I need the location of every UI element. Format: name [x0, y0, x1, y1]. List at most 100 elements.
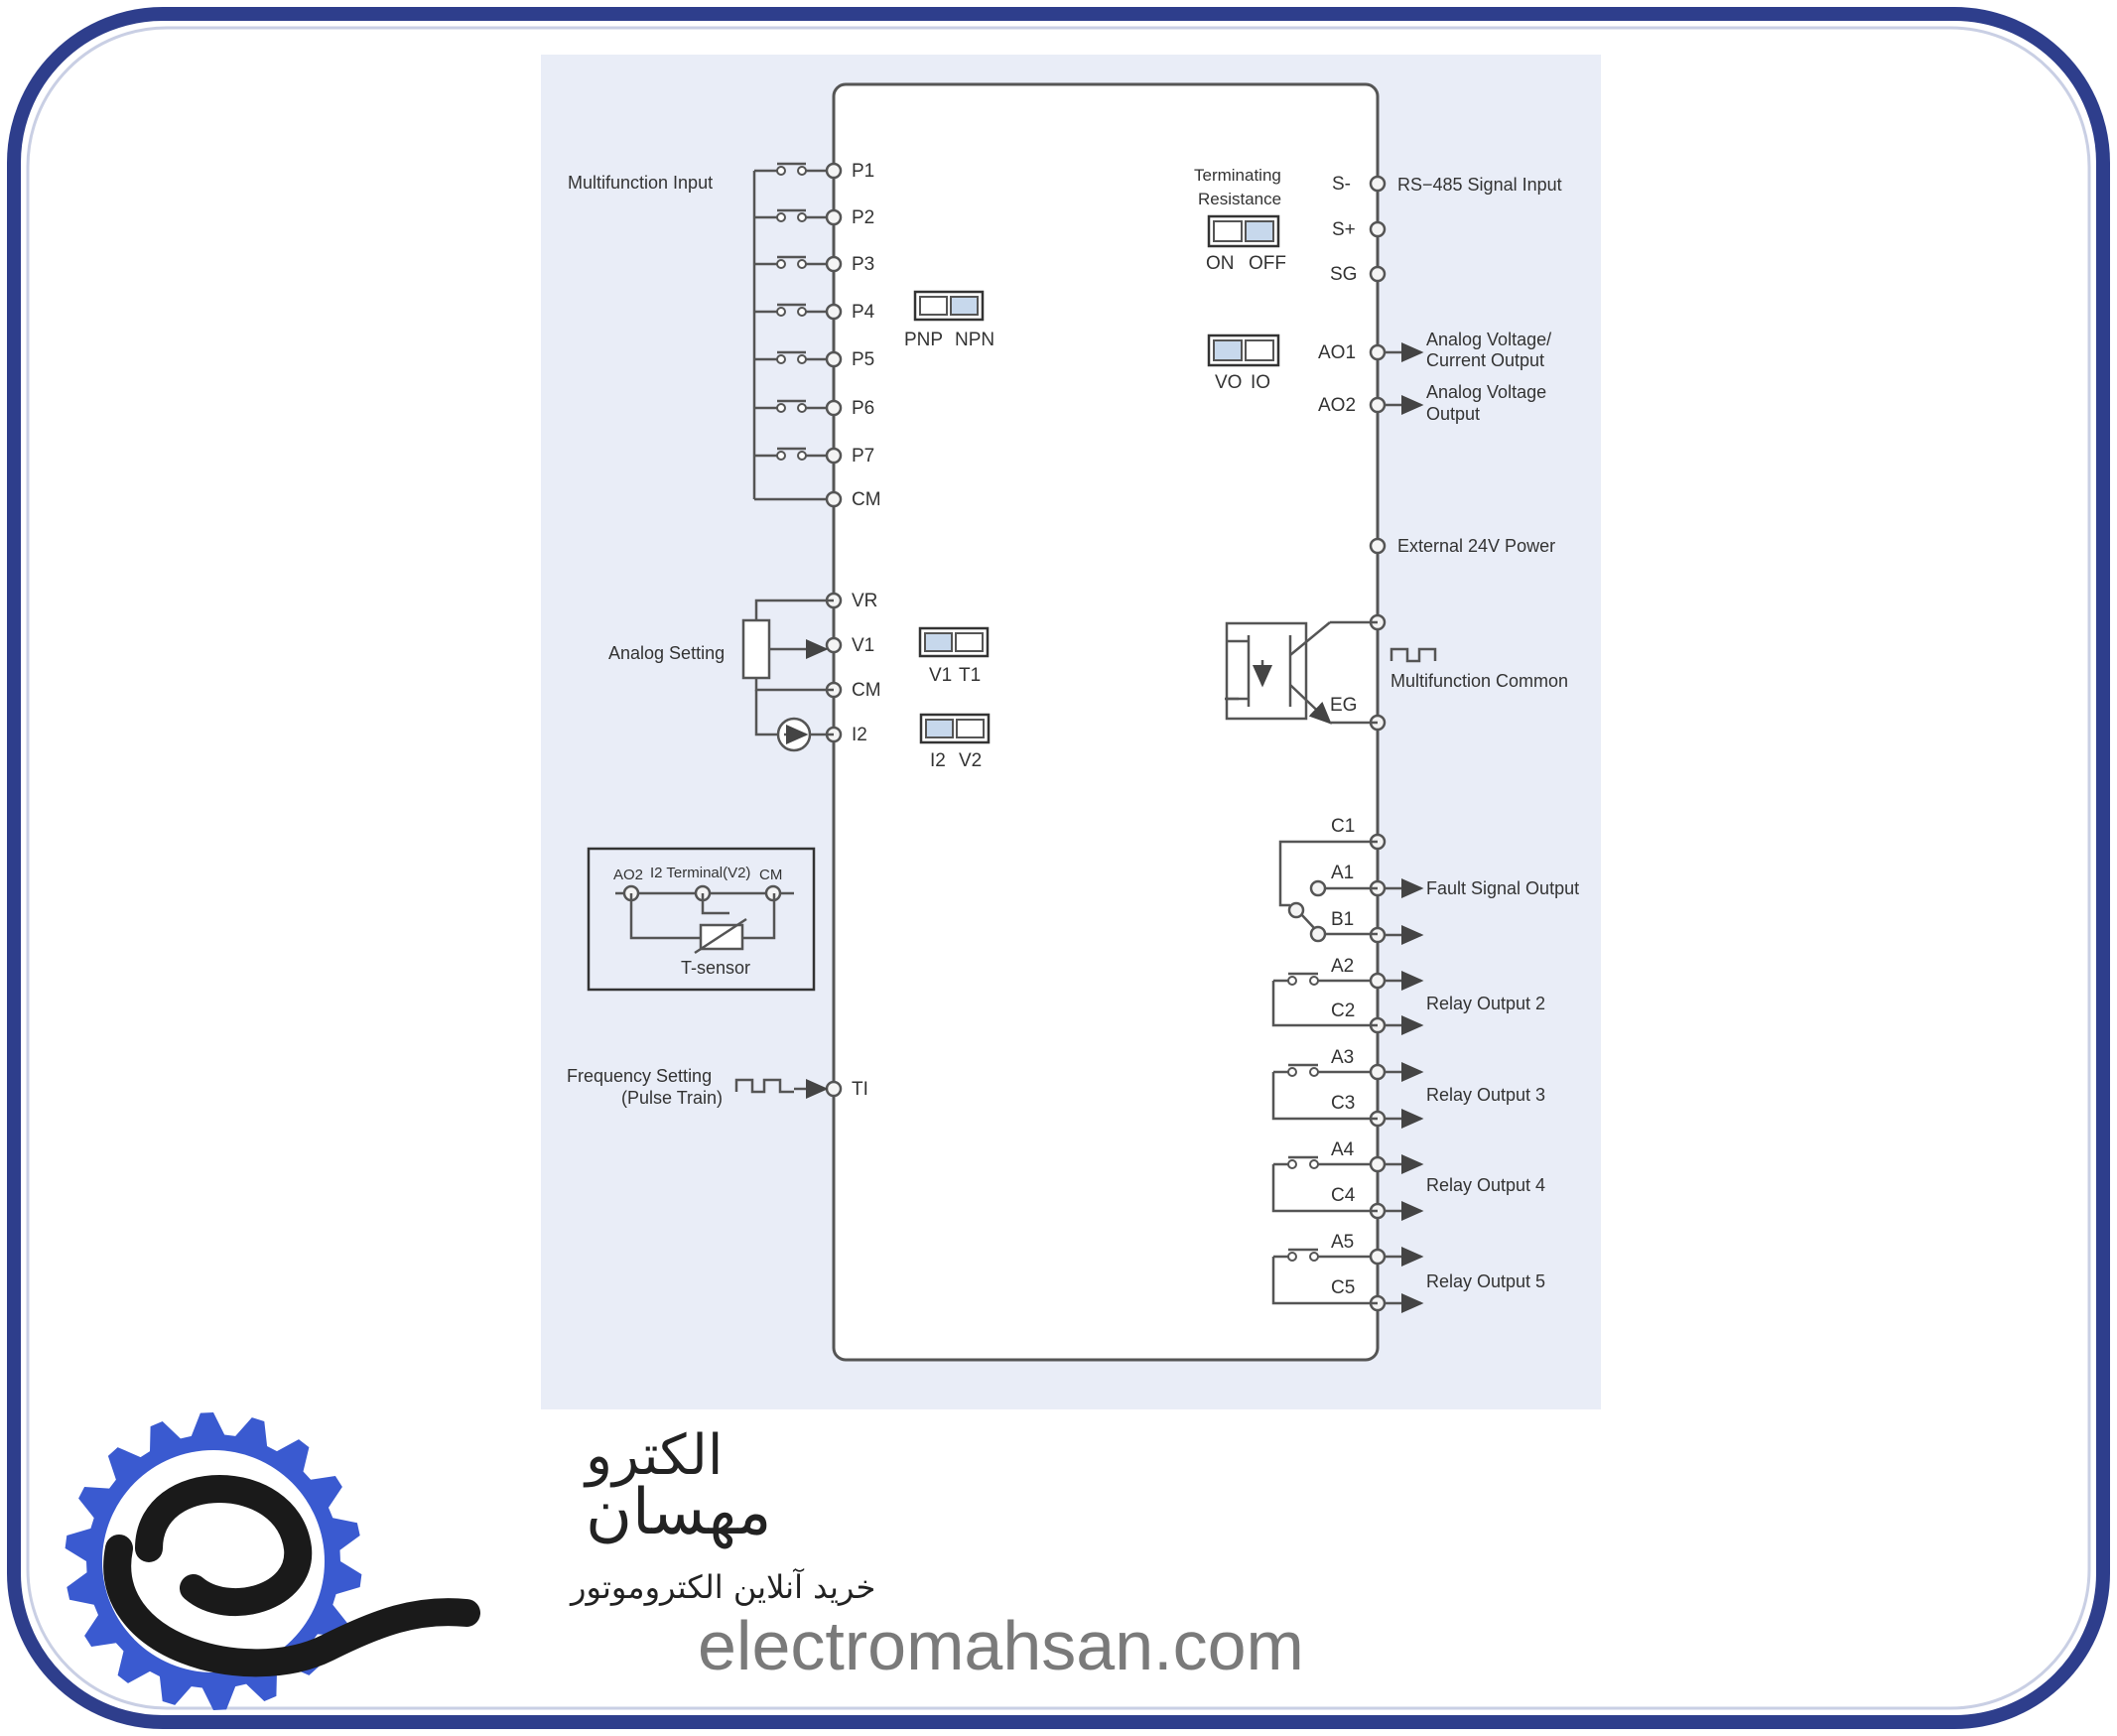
- multifunction-input-group: Multifunction Input: [568, 171, 834, 501]
- frequency-setting-sublabel: (Pulse Train): [621, 1088, 723, 1108]
- analog-v-output-sublabel: Output: [1426, 404, 1480, 424]
- frequency-setting-label: Frequency Setting: [567, 1066, 712, 1086]
- terminal-label-c4: C4: [1331, 1185, 1356, 1206]
- tsensor-box: AO2 I2 Terminal(V2) CM T-sensor: [587, 847, 816, 992]
- terminal-label-a3: A3: [1331, 1047, 1354, 1068]
- relay-contact-4: [1271, 1154, 1424, 1221]
- input-contact-p1: [754, 162, 827, 176]
- resistance-label: Resistance: [1198, 190, 1281, 208]
- terminal-label-s-minus: S-: [1332, 174, 1351, 195]
- terminal-label-p4: P4: [852, 302, 875, 323]
- input-contact-p4: [754, 303, 827, 317]
- p-contacts: [754, 162, 827, 461]
- tsensor-i2-terminal-label: I2 Terminal(V2): [650, 865, 750, 881]
- terminal-node-ao2: [1369, 396, 1387, 414]
- input-contact-p2: [754, 208, 827, 222]
- switch-on-label: ON: [1206, 253, 1235, 274]
- opto-transistor-symbol: [1225, 620, 1437, 725]
- right-signal-labels: RS−485 Signal Input Analog Voltage/ Curr…: [1390, 175, 1579, 1291]
- switch-v1-t1[interactable]: V1 T1: [918, 626, 990, 686]
- terminal-label-b1: B1: [1331, 909, 1354, 930]
- terminal-label-v1: V1: [852, 635, 874, 656]
- relay-output-2-label: Relay Output 2: [1426, 994, 1545, 1013]
- relay-contact-3: [1271, 1062, 1424, 1129]
- brand-name-line1: الکترو: [583, 1423, 723, 1488]
- external-24v-label: External 24V Power: [1397, 536, 1555, 556]
- swirl-logo-icon: [103, 1475, 480, 1677]
- switch-vo-io[interactable]: VO IO: [1207, 334, 1280, 393]
- terminal-node-s-minus: [1369, 175, 1387, 193]
- relay-output-4-label: Relay Output 4: [1426, 1175, 1545, 1195]
- terminal-label-p3: P3: [852, 254, 874, 275]
- terminal-node-p6: [825, 399, 843, 417]
- website-url[interactable]: electromahsan.com: [698, 1607, 1304, 1684]
- multifunction-input-label: Multifunction Input: [568, 173, 713, 193]
- fault-relay-symbol: [1278, 840, 1424, 945]
- terminal-label-p2: P2: [852, 207, 874, 228]
- analog-setting-label: Analog Setting: [608, 643, 725, 663]
- relay-output-3-label: Relay Output 3: [1426, 1085, 1545, 1105]
- switch-terminating-resistance[interactable]: Terminating Resistance ON OFF: [1194, 166, 1286, 274]
- switch-io-label: IO: [1251, 372, 1270, 393]
- terminal-node-p2: [825, 208, 843, 226]
- terminal-label-i2: I2: [852, 725, 867, 745]
- terminal-node-a4: [1369, 1155, 1387, 1173]
- terminal-label-c5: C5: [1331, 1277, 1355, 1298]
- terminal-label-c2: C2: [1331, 1001, 1355, 1021]
- terminal-label-c3: C3: [1331, 1093, 1355, 1114]
- switch-v1-label: V1: [929, 665, 952, 686]
- terminal-label-s-plus: S+: [1332, 219, 1356, 240]
- relay-contact-5: [1271, 1247, 1424, 1313]
- pulse-train-symbol: [734, 1078, 794, 1094]
- terminal-label-eg: EG: [1330, 695, 1357, 716]
- terminal-label-sg: SG: [1330, 264, 1357, 285]
- pulse-output-symbol: [1389, 647, 1437, 663]
- frequency-setting-group: Frequency Setting (Pulse Train): [567, 1066, 829, 1108]
- switch-i2-label: I2: [930, 750, 946, 771]
- terminal-node-a5: [1369, 1248, 1387, 1266]
- terminal-node-24v: [1369, 537, 1387, 555]
- terminal-node-cm1: [825, 490, 843, 508]
- switch-pnp-label: PNP: [904, 330, 943, 350]
- terminal-label-cm1: CM: [852, 489, 881, 510]
- tsensor-ao2-label: AO2: [613, 867, 643, 883]
- terminal-node-p1: [825, 162, 843, 180]
- brand-name-line2: مهسان: [586, 1476, 771, 1549]
- analog-output-arrows: [1385, 342, 1424, 415]
- input-contact-p5: [754, 350, 827, 364]
- terminal-label-ao1: AO1: [1318, 342, 1356, 363]
- relay-contacts: [1271, 971, 1424, 1313]
- terminal-node-v1: [825, 636, 843, 654]
- analog-vc-output-sublabel: Current Output: [1426, 350, 1544, 370]
- terminal-node-p7: [825, 447, 843, 465]
- terminal-label-a5: A5: [1331, 1232, 1354, 1253]
- terminal-node-ao1: [1369, 343, 1387, 361]
- switch-t1-label: T1: [959, 665, 981, 686]
- switch-npn-label: NPN: [955, 330, 994, 350]
- brand-tagline: خرید آنلاین الکتروموتور: [569, 1567, 875, 1606]
- terminal-label-ti: TI: [852, 1079, 868, 1100]
- tsensor-cm-label: CM: [759, 867, 782, 883]
- terminal-label-ao2: AO2: [1318, 395, 1356, 416]
- input-contact-p6: [754, 399, 827, 413]
- switch-off-label: OFF: [1249, 253, 1286, 274]
- right-terminal-labels: S- S+ SG AO1 AO2 EG C1 A1 B1 A2 C2 A3 C3…: [1318, 174, 1357, 1298]
- brand-logo: الکترو مهسان خرید آنلاین الکتروموتور: [65, 1412, 875, 1710]
- terminal-node-s-plus: [1369, 220, 1387, 238]
- terminal-node-a2: [1369, 972, 1387, 990]
- switch-i2-v2[interactable]: I2 V2: [919, 713, 991, 771]
- terminal-node-p4: [825, 303, 843, 321]
- analog-vc-output-label: Analog Voltage/: [1426, 330, 1551, 349]
- terminal-label-p7: P7: [852, 446, 874, 467]
- input-contact-p3: [754, 255, 827, 269]
- decorative-frame: [7, 7, 2110, 1729]
- switch-vo-label: VO: [1215, 372, 1242, 393]
- terminating-label: Terminating: [1194, 166, 1281, 185]
- drive-body-outline: [832, 82, 1380, 1362]
- input-contact-p7: [754, 447, 827, 461]
- terminal-label-a1: A1: [1331, 863, 1354, 883]
- fault-signal-output-label: Fault Signal Output: [1426, 878, 1579, 898]
- terminal-label-p6: P6: [852, 398, 874, 419]
- switch-pnp-npn[interactable]: PNP NPN: [904, 290, 994, 350]
